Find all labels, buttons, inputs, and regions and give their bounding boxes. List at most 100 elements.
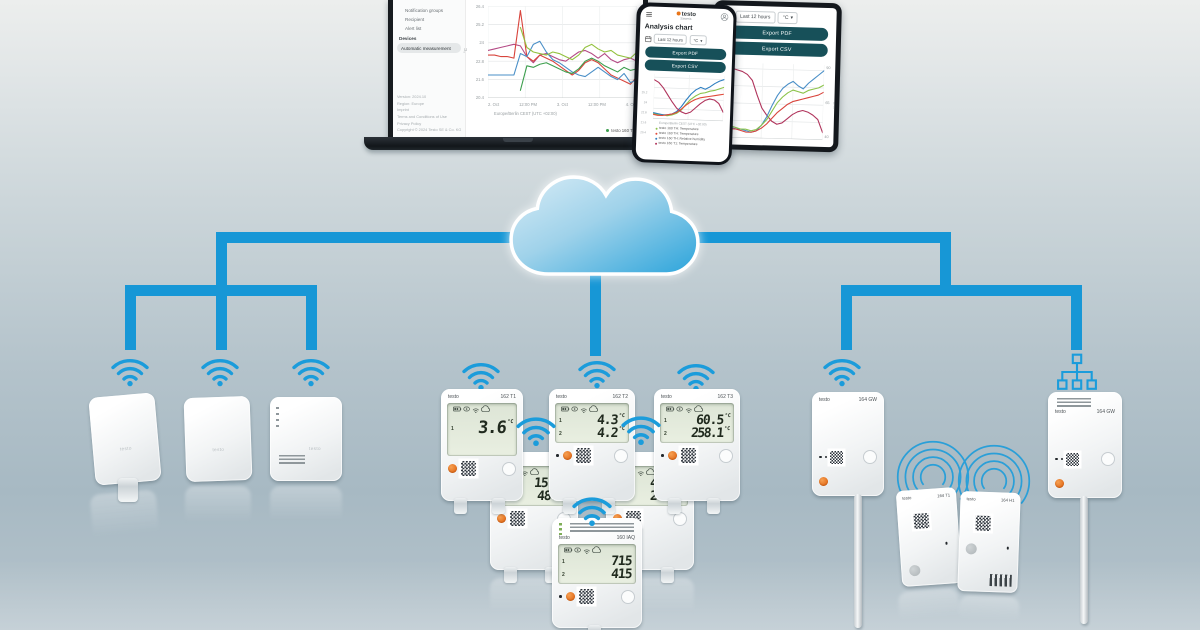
vent-slots [279, 455, 305, 465]
device-button [863, 450, 877, 464]
vent-slots [570, 523, 634, 533]
wifi-icon [110, 356, 150, 387]
connector-drop-1 [125, 285, 136, 350]
wifi-icon [515, 414, 557, 447]
export-csv-button[interactable]: Export CSV [725, 41, 828, 58]
reflection [270, 486, 342, 534]
alarm-led [559, 595, 562, 598]
status-led [824, 455, 827, 459]
vent-slots [989, 574, 1012, 587]
lcd-display: 1 3.6°C [447, 403, 517, 456]
vent-dots [276, 407, 279, 429]
unit-select[interactable]: °C▾ [777, 11, 799, 25]
device-button [1101, 452, 1115, 466]
footer-imprint-link[interactable]: Imprint [397, 107, 409, 113]
lcd-status-icons [559, 405, 599, 413]
alarm-led [556, 454, 559, 457]
wifi-icon [291, 356, 331, 387]
vent-slots [1057, 398, 1091, 408]
sidebar-section-devices[interactable]: Devices [399, 36, 417, 41]
reflection [958, 594, 1020, 630]
sidebar-item-recipient[interactable]: Recipient [405, 17, 425, 22]
time-range-select[interactable]: Last 12 hours [734, 10, 776, 24]
export-pdf-button[interactable]: Export PDF [725, 25, 829, 42]
laptop-dashboard: Notification groups Recipient Alert list… [388, 0, 648, 143]
antenna [854, 494, 862, 628]
testo-logo-grey [965, 543, 977, 555]
radio-waves-icon [946, 432, 1042, 524]
probe-socket [454, 498, 468, 514]
reflection [185, 486, 251, 536]
channel-number: 1 [562, 558, 565, 565]
reflection [897, 587, 961, 630]
chevron-down-icon: ▾ [700, 37, 703, 44]
wifi-icon [461, 360, 501, 391]
connector-right-drop [940, 232, 951, 296]
status-leds [559, 523, 562, 535]
probe-socket [660, 567, 674, 583]
wifi-icon [620, 413, 662, 446]
device-model: 164 GW [858, 397, 877, 403]
qr-code [1066, 452, 1079, 466]
testo-logo [448, 464, 457, 473]
sidebar-footer-links: Version: 2024.10 Region: Europe Imprint … [397, 94, 461, 134]
connector-center-drop [590, 240, 601, 356]
testo-logo [667, 451, 677, 460]
testo-logo [562, 451, 572, 460]
qr-code [830, 450, 843, 464]
device-model: 162 T3 [717, 394, 733, 400]
unit-select[interactable]: °C▾ [689, 35, 707, 46]
timezone-note: Europe/Berlin CEST (UTC +02:00) [494, 111, 557, 116]
testo-logo [497, 514, 506, 523]
probe-socket [667, 498, 681, 514]
wifi-logger-plain: testo [183, 395, 253, 483]
lcd-status-icons [664, 405, 704, 413]
device-brand: testo [1055, 409, 1066, 415]
footer-terms-link[interactable]: Terms and Conditions of Use [397, 114, 447, 120]
testo-logo [565, 592, 575, 601]
wifi-icon [200, 356, 240, 387]
connector-drop-gateway [841, 285, 852, 350]
menu-icon[interactable] [645, 12, 652, 18]
testo-logo [819, 477, 828, 486]
tablet-dashboard: Last 12 hours °C▾ Export PDF Export CSV … [710, 0, 842, 153]
sidebar-item-automatic-measurement[interactable]: Automatic measurement [397, 43, 461, 53]
wifi-logger-vented: testo [270, 397, 342, 481]
phone-legend: testo 160 TH: Temperature testo 160 TH: … [654, 126, 724, 148]
wifi-icon [822, 356, 862, 387]
testo-saveris-logo: testo Saveris [676, 10, 696, 21]
user-avatar-icon[interactable] [720, 13, 728, 22]
laptop-sidebar: Notification groups Recipient Alert list… [393, 0, 466, 138]
testo-logo [1055, 479, 1064, 488]
footer-privacy-link[interactable]: Privacy Policy [397, 120, 422, 126]
status-led [944, 541, 948, 545]
qr-code [575, 448, 591, 463]
time-range-select[interactable]: Last 12 hours [653, 33, 688, 46]
status-led [1006, 546, 1009, 550]
legend-dot [605, 128, 610, 133]
sidebar-item-notification-groups[interactable]: Notification groups [405, 8, 444, 13]
tablet-line-chart [730, 63, 824, 140]
alarm-led [661, 454, 664, 457]
timezone-note: Europe/Berlin CEST (UTC +02:00) [658, 120, 707, 127]
qr-code [510, 511, 525, 526]
device-model: 162 T1 [500, 394, 516, 400]
export-pdf-button[interactable]: Export PDF [644, 46, 726, 60]
sidebar-item-alert-list[interactable]: Alert list [405, 26, 422, 31]
probe-socket [504, 567, 518, 583]
wifi-logger-plain: testo [88, 392, 162, 486]
probe-connector [118, 478, 138, 502]
export-csv-button[interactable]: Export CSV [644, 59, 726, 74]
ethernet-network-icon [1056, 352, 1098, 392]
wifi-icon [676, 361, 716, 392]
